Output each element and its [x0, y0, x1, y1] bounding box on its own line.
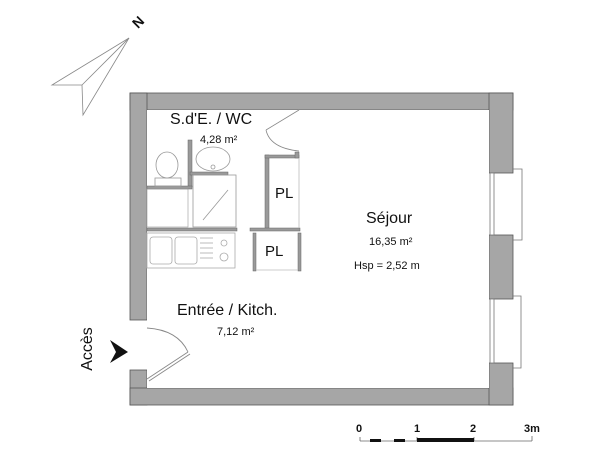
shower-icon — [192, 174, 237, 228]
scale-tick-1: 1 — [414, 423, 421, 435]
exterior-walls — [129, 92, 514, 406]
interior — [147, 110, 489, 388]
closet-label-lower: PL — [265, 243, 284, 260]
room-name-sde-wc: S.d'E. / WC — [170, 111, 253, 128]
scale-tick-2: 2 — [470, 423, 477, 435]
north-arrow-icon — [50, 37, 130, 117]
bathroom-door — [265, 109, 300, 152]
washbasin-icon — [195, 146, 231, 172]
kitchen-counter-icon — [146, 232, 236, 269]
room-area-sejour: 16,35 m² — [369, 236, 413, 248]
scale-tick-0: 0 — [356, 423, 363, 435]
entrance-arrow-icon — [110, 340, 128, 363]
closet-label-upper: PL — [275, 185, 294, 202]
room-name-entree-kitch: Entrée / Kitch. — [177, 302, 278, 319]
entrance-door — [146, 327, 191, 382]
cabinet — [146, 188, 189, 228]
scale-tick-3m: 3m — [524, 423, 540, 435]
toilet-icon — [154, 151, 182, 187]
ceiling-height: Hsp = 2,52 m — [354, 260, 420, 272]
partitions — [146, 139, 302, 272]
windows — [489, 168, 523, 369]
room-area-entree-kitch: 7,12 m² — [217, 326, 255, 338]
entrance-label: Accès — [78, 327, 96, 371]
room-name-sejour: Séjour — [366, 210, 413, 227]
room-area-sde-wc: 4,28 m² — [200, 134, 238, 146]
